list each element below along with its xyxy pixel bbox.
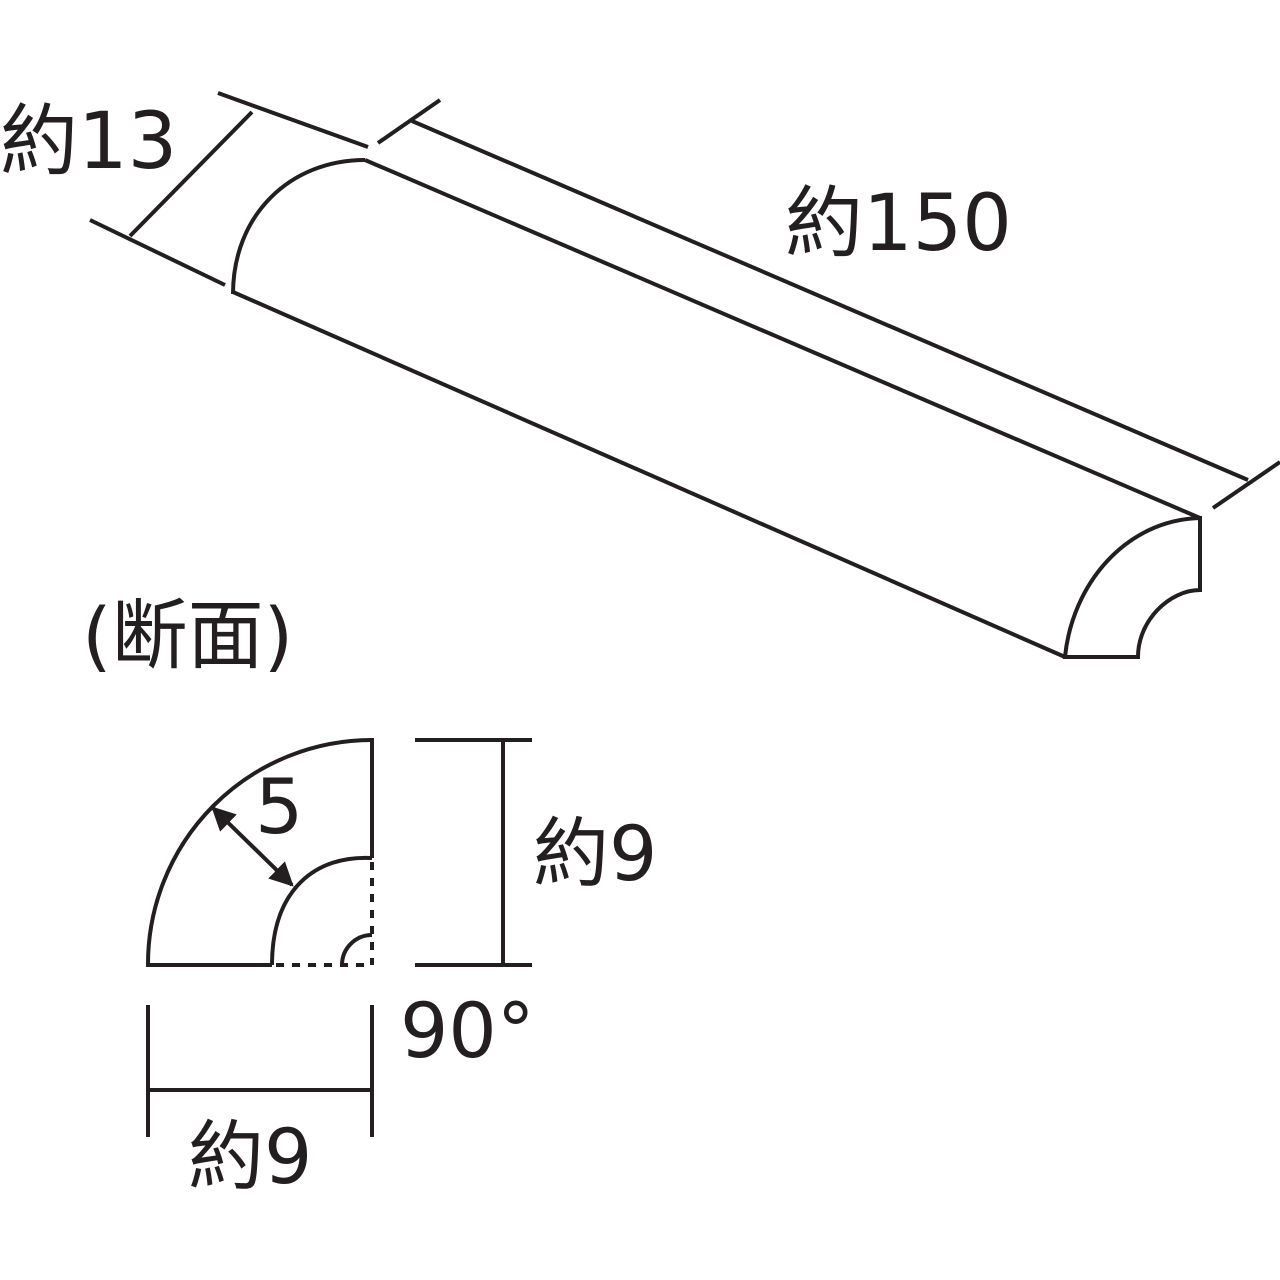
length-dimension: 約150 <box>376 98 1280 510</box>
left-end-arc <box>231 158 366 295</box>
top-edge <box>364 158 1201 520</box>
thickness-dimension: 約13 <box>0 91 369 287</box>
thickness-label: 約13 <box>0 97 177 187</box>
length-label: 約150 <box>785 179 1012 269</box>
cross-section: 5 <box>145 738 374 967</box>
inner-arc <box>270 855 373 966</box>
right-angle-marker <box>340 933 373 966</box>
width-dimension: 約9 <box>146 1005 374 1201</box>
molding-3d-view <box>231 158 1202 659</box>
radius-label: 5 <box>255 762 303 851</box>
outer-arc <box>145 738 373 966</box>
width-label: 約9 <box>188 1112 312 1201</box>
bottom-edge <box>232 290 1066 659</box>
right-end-profile <box>1062 515 1202 659</box>
height-dimension: 約9 <box>415 738 657 967</box>
radius-arrow <box>211 806 294 887</box>
height-label: 約9 <box>533 809 657 898</box>
angle-label: 90° <box>400 986 535 1075</box>
section-title: (断面) <box>82 591 293 680</box>
